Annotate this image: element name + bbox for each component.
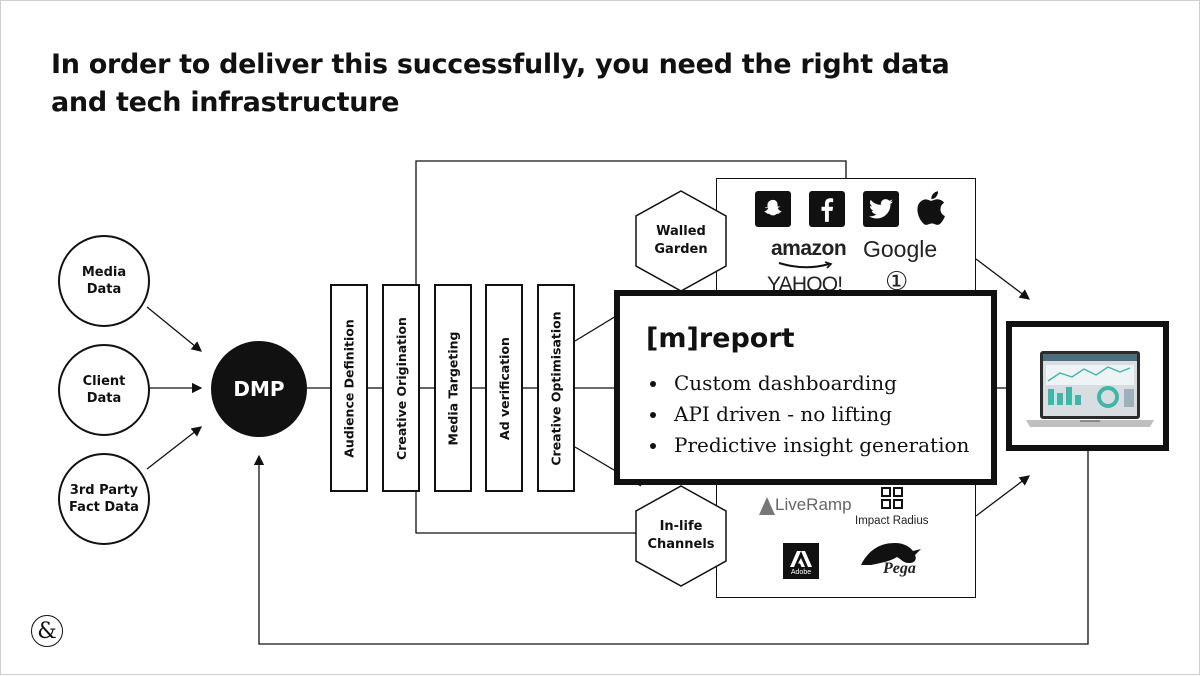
- mreport-bullet: Predictive insight generation: [650, 430, 991, 461]
- stage-ad-verification: Ad verification: [485, 284, 523, 492]
- mreport-panel: [m]report Custom dashboarding API driven…: [614, 290, 997, 485]
- liveramp-logo: LiveRamp: [775, 495, 852, 514]
- hexagon-in-life-channels: In-life Channels: [634, 485, 728, 587]
- source-3rd-party-data: 3rd Party Fact Data: [58, 453, 150, 545]
- one-logo: ①: [885, 267, 909, 297]
- stage-media-targeting: Media Targeting: [434, 284, 472, 492]
- facebook-icon: [809, 191, 845, 227]
- amazon-logo: amazon: [771, 237, 847, 260]
- arrow-3rdparty-to-dmp: [146, 426, 203, 470]
- apple-icon: [913, 189, 947, 232]
- amazon-smile: [778, 261, 833, 269]
- adobe-mark: [790, 551, 812, 567]
- adobe-logo-text: Adobe: [790, 569, 812, 576]
- impact-radius-logo: Impact Radius: [855, 515, 929, 527]
- snapchat-icon: [755, 191, 791, 227]
- dashboard-screen-panel: [1006, 321, 1169, 451]
- pega-horse-mark: [861, 543, 921, 565]
- arrow-channels-to-screen: [975, 475, 1031, 517]
- twitter-icon: [863, 191, 899, 227]
- mreport-title: [m]report: [646, 323, 795, 354]
- liveramp-mark: [759, 497, 775, 515]
- laptop-icon: [1012, 327, 1163, 445]
- stage-creative-optimisation: Creative Optimisation: [537, 284, 575, 492]
- adobe-logo: Adobe: [783, 543, 819, 579]
- mreport-bullets: Custom dashboarding API driven - no lift…: [646, 368, 991, 461]
- stage-audience-definition: Audience Definition: [330, 284, 368, 492]
- stage-creative-origination: Creative Origination: [382, 284, 420, 492]
- pega-logo: Pega: [883, 560, 916, 577]
- google-logo: Google: [863, 236, 938, 262]
- arrow-media-to-dmp: [146, 306, 203, 352]
- feedback-loop-arrow: [253, 451, 1089, 645]
- mreport-bullet: Custom dashboarding: [650, 368, 991, 399]
- slide-title: In order to deliver this successfully, y…: [51, 49, 950, 118]
- arrow-walled-to-screen: [975, 258, 1031, 300]
- source-media-data: Media Data: [58, 235, 150, 327]
- hexagon-walled-garden: Walled Garden: [634, 190, 728, 292]
- source-client-data: Client Data: [58, 344, 150, 436]
- mreport-bullet: API driven - no lifting: [650, 399, 991, 430]
- dmp-hub: DMP: [211, 341, 307, 437]
- impact-radius-mark: [881, 487, 903, 509]
- ampersand-logo: &: [31, 615, 63, 647]
